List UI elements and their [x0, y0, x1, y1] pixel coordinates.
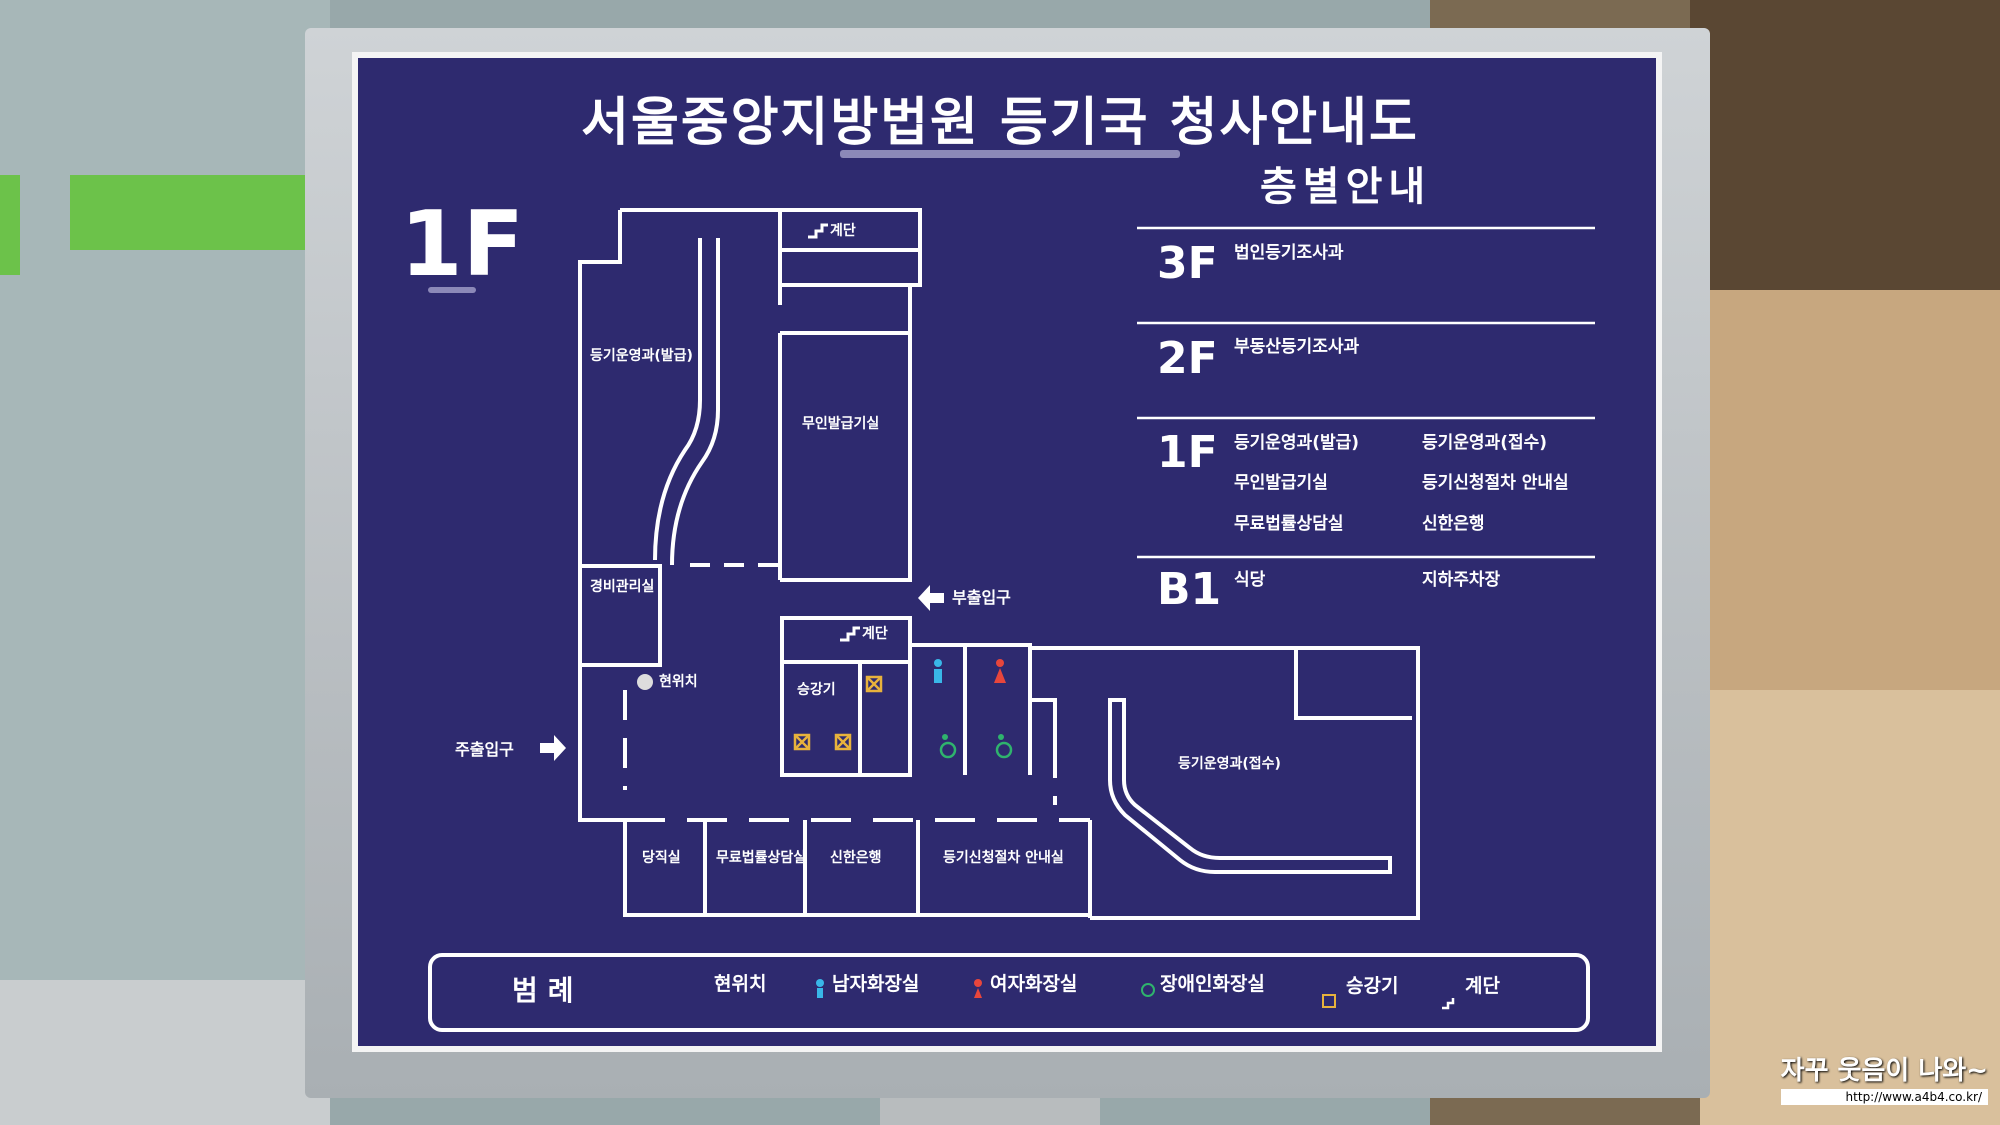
male-icon-body — [817, 988, 823, 998]
floor-label: 1F — [400, 192, 524, 297]
legend-heading: 범례 — [512, 974, 584, 1007]
elevator-icon — [793, 733, 811, 751]
wall-east-corner — [1294, 648, 1412, 720]
wall-security — [580, 564, 662, 667]
wall-corr — [1028, 645, 1057, 775]
legend-male: 남자화장실 — [832, 973, 919, 995]
room-stairs-mid: 계단 — [862, 625, 888, 642]
wall-south — [623, 820, 1090, 917]
elevator-legend-icon — [1322, 994, 1336, 1008]
room-legal: 무료법률상담실 — [716, 849, 806, 866]
wall-curve-outer — [670, 238, 720, 566]
floor-room: 등기운영과(발급) — [1234, 433, 1359, 453]
accessible-restroom-icon — [939, 734, 957, 759]
floor-room: 법인등기조사과 — [1234, 243, 1344, 263]
room-bank: 신한은행 — [830, 850, 882, 866]
floor-room: 등기운영과(접수) — [1422, 433, 1547, 453]
room-security: 경비관리실 — [590, 578, 654, 595]
floor-plan — [578, 208, 1420, 920]
wall-east-hall — [1030, 646, 1420, 920]
female-icon — [974, 979, 982, 987]
room-reception: 등기운영과(접수) — [1178, 755, 1281, 772]
braille-strip — [840, 150, 1180, 158]
accessible-icon — [1141, 983, 1155, 997]
floor-level-1f: 1F — [1157, 427, 1218, 478]
wall-right-upper — [620, 208, 922, 582]
watermark-text: 자꾸 웃음이 나와~ — [1780, 1056, 1988, 1086]
elevator-icons — [793, 675, 883, 751]
watermark-url: http://www.a4b4.co.kr/ — [1780, 1089, 1988, 1105]
legend-box — [428, 953, 1590, 1032]
female-icon-body — [974, 988, 982, 998]
directory-board — [352, 52, 1662, 1052]
current-location-icon — [637, 674, 653, 690]
floor-room: 부동산등기조사과 — [1234, 337, 1359, 357]
floor-room: 무료법률상담실 — [1234, 514, 1343, 534]
room-issuance: 등기운영과(발급) — [590, 347, 693, 364]
side-entrance-arrow-icon — [918, 585, 944, 611]
room-current: 현위치 — [659, 674, 698, 690]
watermark: 자꾸 웃음이 나와~ http://www.a4b4.co.kr/ — [1780, 1050, 1988, 1105]
floor-guide-lines — [1137, 226, 1595, 559]
wall-curve-inner — [653, 238, 702, 561]
stairs-icon — [840, 626, 860, 642]
wall-stairs-mid — [780, 616, 912, 777]
floor-level-2f: 2F — [1157, 333, 1218, 384]
wall-restrooms — [910, 643, 1032, 775]
floor-room: 등기신청절차 안내실 — [1422, 472, 1569, 493]
floor-guide-heading: 층별안내 — [1260, 164, 1431, 210]
legend-current: 현위치 — [714, 973, 766, 995]
page-title: 서울중앙지방법원 등기국 청사안내도 — [581, 93, 1419, 153]
side-entrance-label: 부출입구 — [952, 588, 1011, 607]
floor-room: 신한은행 — [1422, 514, 1485, 534]
main-entrance-arrow-icon — [540, 735, 566, 761]
elevator-icon — [865, 675, 883, 693]
floor-room: 지하주차장 — [1422, 570, 1501, 590]
wall-left — [578, 210, 625, 822]
floor-level-b1: B1 — [1157, 564, 1221, 615]
legend-stairs: 계단 — [1465, 975, 1500, 997]
male-restroom-icon — [934, 659, 942, 683]
stairs-legend-icon — [1442, 998, 1455, 1010]
room-procedure: 등기신청절차 안내실 — [943, 849, 1064, 866]
main-entrance-label: 주출입구 — [455, 740, 514, 759]
room-elevator: 승강기 — [797, 681, 836, 698]
male-icon — [816, 979, 824, 987]
legend-elevator: 승강기 — [1346, 975, 1398, 997]
accessible-restroom-icon — [995, 734, 1013, 759]
stairs-icon — [808, 223, 828, 239]
floor-room: 무인발급기실 — [1234, 473, 1328, 493]
room-stairs-top: 계단 — [830, 222, 856, 239]
room-duty: 당직실 — [642, 849, 681, 866]
legend-female: 여자화장실 — [990, 973, 1077, 995]
floor-room: 식당 — [1234, 570, 1266, 590]
elevator-icon — [834, 733, 852, 751]
room-unmanned: 무인발급기실 — [802, 415, 879, 432]
floor-level-3f: 3F — [1157, 238, 1218, 289]
female-restroom-icon — [994, 659, 1006, 683]
braille-strip — [428, 287, 476, 293]
legend-accessible: 장애인화장실 — [1160, 973, 1265, 995]
counter-line — [1108, 698, 1392, 874]
